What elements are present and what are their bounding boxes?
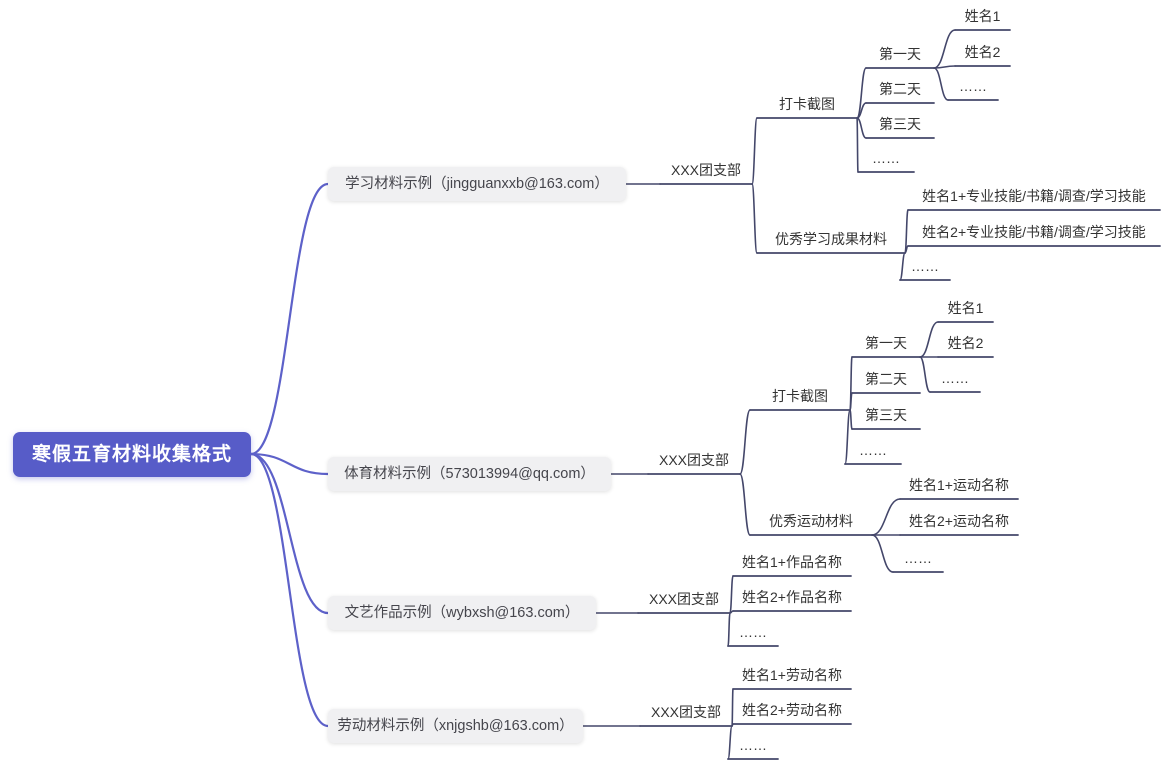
mindmap-node-k3: 打卡截图 bbox=[772, 388, 828, 404]
mindmap-node-b3: 文艺作品示例（wybxsh@163.com） bbox=[328, 596, 596, 630]
mindmap-node-n2: 姓名2 bbox=[964, 44, 1001, 60]
mindmap-node-a1: 姓名1+作品名称 bbox=[742, 554, 842, 570]
mindmap-node-r2: 姓名2+运动名称 bbox=[909, 513, 1009, 529]
mindmap-node-d7: 第三天 bbox=[865, 407, 907, 423]
mindmap-node-l1: 姓名1+劳动名称 bbox=[742, 667, 842, 683]
mindmap-node-t1: XXX团支部 bbox=[670, 162, 741, 178]
connector-k1-d1 bbox=[856, 67, 867, 119]
connector-t2-k3 bbox=[739, 409, 751, 475]
connector-t1-k2 bbox=[751, 183, 758, 254]
mindmap-node-d6: 第二天 bbox=[865, 371, 907, 387]
mindmap-node-a3: …… bbox=[739, 624, 767, 640]
mindmap-node-l2: 姓名2+劳动名称 bbox=[742, 702, 842, 718]
mindmap-node-n6: …… bbox=[941, 370, 969, 386]
connector-d5-n4 bbox=[919, 321, 939, 358]
connector-root-b2 bbox=[249, 452, 330, 476]
mindmap-node-m1: 姓名1+专业技能/书籍/调查/学习技能 bbox=[922, 188, 1146, 204]
mindmap-node-d3: 第三天 bbox=[879, 116, 921, 132]
connector-root-b3 bbox=[249, 452, 330, 615]
mindmap-node-t3: XXX团支部 bbox=[648, 591, 719, 607]
mindmap-node-k4: 优秀运动材料 bbox=[769, 513, 853, 529]
mindmap-node-n4: 姓名1 bbox=[947, 300, 984, 316]
mindmap-node-n3: …… bbox=[959, 78, 987, 94]
connector-d1-n3 bbox=[933, 67, 949, 101]
connector-t3-a3 bbox=[727, 612, 731, 647]
mindmap-node-d5: 第一天 bbox=[865, 335, 907, 351]
connector-t4-l3 bbox=[727, 725, 733, 760]
mindmap-node-d4: …… bbox=[872, 150, 900, 166]
mindmap-node-t4: XXX团支部 bbox=[650, 704, 721, 720]
mindmap-node-m3: …… bbox=[911, 258, 939, 274]
mindmap-node-b4: 劳动材料示例（xnjgshb@163.com） bbox=[328, 709, 583, 743]
mindmap-root-node: 寒假五育材料收集格式 bbox=[13, 431, 251, 477]
connector-d1-n2 bbox=[933, 65, 956, 69]
mindmap-node-b1: 学习材料示例（jingguanxxb@163.com） bbox=[328, 167, 626, 201]
mindmap-node-n1: 姓名1 bbox=[964, 8, 1001, 24]
mindmap-node-d1: 第一天 bbox=[879, 46, 921, 62]
connector-d5-n6 bbox=[919, 356, 931, 393]
connector-root-b1 bbox=[249, 182, 330, 456]
mindmap-node-t2: XXX团支部 bbox=[658, 452, 729, 468]
connector-d1-n1 bbox=[933, 29, 956, 69]
mindmap-node-b2: 体育材料示例（573013994@qq.com） bbox=[328, 457, 611, 491]
mindmap-node-n5: 姓名2 bbox=[947, 335, 984, 351]
connector-k4-r3 bbox=[871, 534, 894, 573]
connector-k1-d3 bbox=[856, 117, 867, 139]
mindmap-node-d2: 第二天 bbox=[879, 81, 921, 97]
connector-t3-a1 bbox=[729, 575, 734, 614]
mindmap-node-k2: 优秀学习成果材料 bbox=[775, 231, 887, 247]
connector-t1-k1 bbox=[751, 117, 758, 185]
mindmap-node-d8: …… bbox=[859, 442, 887, 458]
connector-k4-r1 bbox=[871, 498, 901, 536]
connector-k1-d4 bbox=[856, 117, 859, 173]
mindmap-node-l3: …… bbox=[739, 737, 767, 753]
mindmap-node-r3: …… bbox=[904, 550, 932, 566]
connector-k3-d8 bbox=[844, 409, 851, 465]
mindmap-node-m2: 姓名2+专业技能/书籍/调查/学习技能 bbox=[922, 224, 1146, 240]
mindmap-node-a2: 姓名2+作品名称 bbox=[742, 589, 842, 605]
connector-t2-k4 bbox=[739, 473, 751, 536]
connector-root-b4 bbox=[249, 452, 330, 728]
mindmap-node-k1: 打卡截图 bbox=[779, 96, 835, 112]
mindmap-node-r1: 姓名1+运动名称 bbox=[909, 477, 1009, 493]
